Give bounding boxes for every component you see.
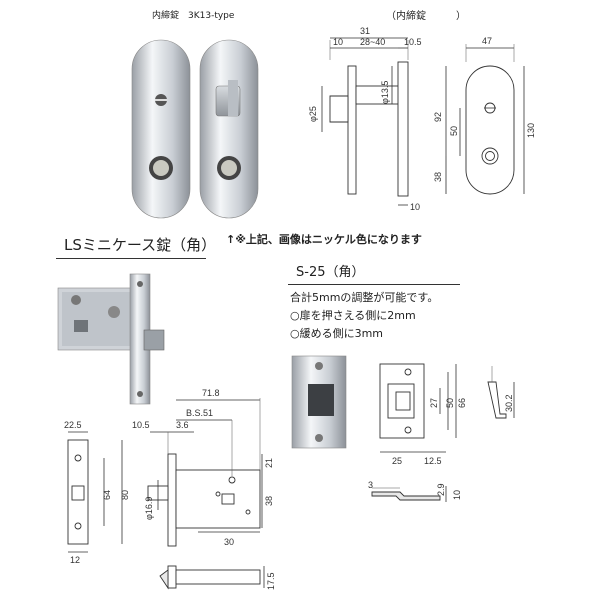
escutcheon-photo-front [131,39,191,219]
dim-38-ls: 38 [264,496,274,506]
dim-17-5: 17.5 [266,572,276,590]
dim-25: 25 [392,456,402,466]
dim-phi25: φ25 [308,106,318,122]
dim-47: 47 [482,36,492,46]
dim-50: 50 [449,126,459,136]
ls-faceplate-drawing [67,431,123,553]
s25-strike-bottom-view [371,486,447,502]
ls-case-side-view [147,398,263,547]
dim-12: 12 [70,555,80,565]
dim-bs51: B.S.51 [186,408,213,418]
dim-3: 3 [368,480,373,490]
dim-27: 27 [429,398,439,408]
dim-64: 64 [102,490,112,500]
thumbturn-side-view [321,37,409,206]
dim-66: 66 [457,398,467,408]
dim-phi13-5: φ13.5 [380,81,390,104]
dim-30: 30 [224,537,234,547]
s25-strike-photo [291,355,347,449]
dim-38: 38 [433,172,443,182]
escutcheon-photo-back [199,39,259,219]
dim-10-top: 10 [333,37,343,47]
s25-strike-side-view [487,366,515,419]
dim-10-bottom: 10 [410,202,420,212]
dim-10-5-top: 10.5 [404,37,422,47]
dim-2-9: 2.9 [436,483,446,496]
dim-130: 130 [526,123,536,138]
dim-21: 21 [264,458,274,468]
s25-loosen-side-note: ○緩める側に3mm [290,327,384,340]
dim-22-5: 22.5 [64,420,82,430]
ls-title-underline [56,258,206,259]
dim-10-5-ls: 10.5 [132,420,150,430]
dim-31: 31 [360,26,370,36]
drawing-caption: （内締錠 ） [386,11,466,22]
dim-92: 92 [433,112,443,122]
dim-10-s25: 10 [452,490,462,500]
s25-title-underline [288,284,460,285]
s25-title: S-25（角） [296,265,365,280]
s25-push-side-note: ○扉を押さえる側に2mm [290,309,416,322]
ls-lock-photo [57,273,165,405]
dim-50-s25: 50 [445,398,455,408]
dim-30-2: 30.2 [504,394,514,412]
nickel-note: ↑※上記、画像はニッケル色になります [226,233,422,246]
s25-strike-front-view [379,363,457,453]
dim-80: 80 [120,490,130,500]
dim-28-40: 28~40 [360,37,385,47]
s25-adjust-note: 合計5mmの調整が可能です。 [290,291,439,304]
dim-phi16-9: φ16.9 [144,497,154,520]
dim-12-5: 12.5 [424,456,442,466]
ls-title: LSミニケース錠（角） [64,236,217,254]
ls-case-bottom-view [159,565,265,590]
escutcheon-front-view [445,44,525,195]
photo-caption: 内締錠 3K13-type [152,11,235,21]
dim-71-8: 71.8 [202,388,220,398]
dim-3-6: 3.6 [176,420,189,430]
